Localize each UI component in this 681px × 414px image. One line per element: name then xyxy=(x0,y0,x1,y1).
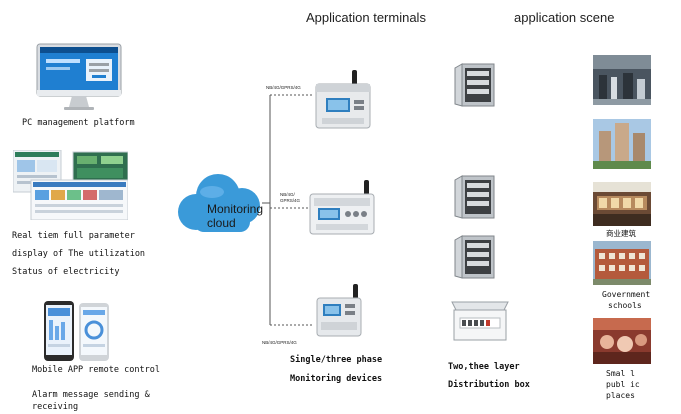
scene-label-public-line-3: places xyxy=(606,391,635,400)
realtime-line-3: Status of electricity xyxy=(12,267,120,277)
meter-device-top xyxy=(312,68,376,132)
scene-label-public-line-2: publ ic xyxy=(606,380,640,389)
link-label-mid-line-2: GPRS/4G xyxy=(280,198,301,203)
distribution-box-4 xyxy=(450,300,510,342)
devices-label-line-1: Single/three phase xyxy=(290,355,383,365)
link-label-mid: NB/4G/ GPRS/4G xyxy=(280,192,300,204)
scene-label-public: Smal l publ ic places xyxy=(606,368,640,401)
mobile-phones-image xyxy=(43,300,111,362)
header-scene: application scene xyxy=(514,10,615,25)
scene-photo-public xyxy=(593,318,651,364)
meter-device-middle xyxy=(308,180,378,238)
boxes-label-line-2: Distribution box xyxy=(448,380,530,390)
pc-platform-label: PC management platform xyxy=(22,118,135,128)
scene-label-government: Government schools xyxy=(602,289,650,311)
alarm-line-2: receiving xyxy=(32,402,79,412)
realtime-line-1: Real tiem full parameter xyxy=(12,231,135,241)
distribution-box-1 xyxy=(454,62,496,108)
scene-photo-factory xyxy=(593,55,651,105)
scene-photo-residential xyxy=(593,119,651,169)
boxes-label-line-1: Two,thee layer xyxy=(448,362,520,372)
mobile-app-label: Mobile APP remote control xyxy=(32,365,160,375)
link-label-mid-line-1: NB/4G/ xyxy=(280,192,295,197)
distribution-box-2 xyxy=(454,174,496,220)
cloud-label-line-2: cloud xyxy=(207,216,236,230)
scene-photo-government xyxy=(593,241,651,285)
alarm-line-1: Alarm message sending & xyxy=(32,390,150,400)
cloud-label-line-1: Monitoring xyxy=(207,202,264,216)
pc-monitor-image xyxy=(36,43,122,111)
distribution-box-3 xyxy=(454,234,496,280)
realtime-line-2: display of The utilization xyxy=(12,249,146,259)
link-label-bottom: NB/4G/GPRS/4G xyxy=(262,340,297,345)
scene-label-public-line-1: Smal l xyxy=(606,369,635,378)
header-terminals: Application terminals xyxy=(306,10,426,25)
scene-label-government-line-2: schools xyxy=(608,301,642,310)
scene-label-government-line-1: Government xyxy=(602,290,651,299)
meter-device-bottom xyxy=(315,284,365,338)
link-label-top: NB/4G/GPRS/4G xyxy=(266,85,301,90)
dashboard-image xyxy=(13,150,128,220)
scene-label-commercial: 商业建筑 xyxy=(606,229,636,238)
devices-label-line-2: Monitoring devices xyxy=(290,374,383,384)
scene-photo-commercial xyxy=(593,182,651,226)
cloud-label: Monitoring cloud xyxy=(207,202,263,230)
monitoring-cloud-icon xyxy=(172,172,268,238)
